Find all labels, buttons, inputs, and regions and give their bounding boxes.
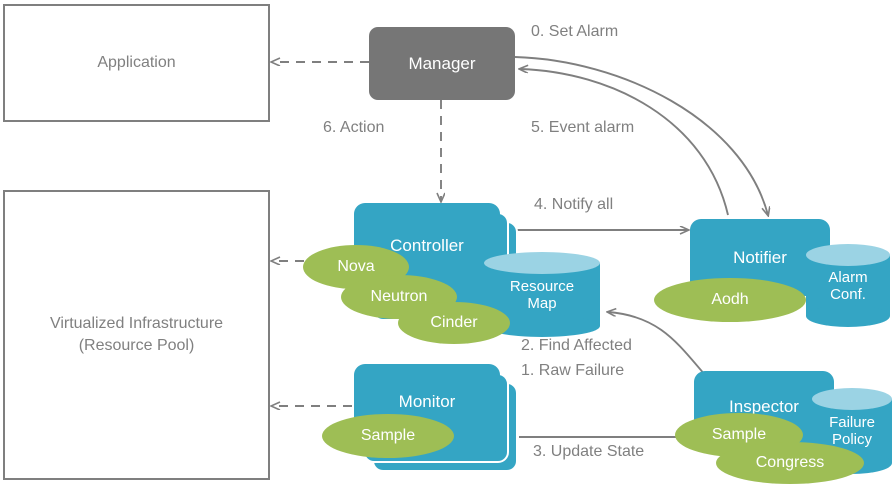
step-4-label: 4. Notify all <box>534 196 614 213</box>
cylinder-top <box>812 388 892 410</box>
monitor-label: Monitor <box>398 392 456 411</box>
resource-map-label-line2: Map <box>527 294 557 312</box>
failure-policy-label: Failure Policy <box>812 414 892 449</box>
controller-label: Controller <box>390 236 464 255</box>
manager-label: Manager <box>408 53 476 73</box>
alarm-conf-label-line1: Alarm <box>828 268 868 286</box>
cylinder-top <box>806 244 890 266</box>
pill-cinder-label: Cinder <box>430 314 478 331</box>
resource-map-label: Resource Map <box>484 277 600 312</box>
cylinder-bottom <box>484 315 600 337</box>
failure-policy-label-line2: Policy <box>831 431 872 448</box>
cylinder-bottom <box>806 305 890 327</box>
pill-monitor-sample-label: Sample <box>360 427 416 444</box>
alarm-conf-label: Alarm Conf. <box>806 268 890 303</box>
application-label: Application <box>97 54 176 72</box>
notifier-label: Notifier <box>733 248 787 267</box>
pill-monitor-sample[interactable]: Sample <box>322 414 454 458</box>
resource-map-datastore[interactable]: Resource Map <box>484 252 600 337</box>
pill-aodh[interactable]: Aodh <box>654 278 806 322</box>
failure-policy-label-line1: Failure <box>829 413 875 431</box>
manager-box[interactable]: Manager <box>369 27 515 100</box>
step-3-label: 2. Find Affected <box>521 337 632 354</box>
step-0-label: 0. Set Alarm <box>531 23 619 40</box>
application-box[interactable]: Application <box>3 4 270 122</box>
infrastructure-box[interactable]: Virtualized Infrastructure (Resource Poo… <box>3 190 270 480</box>
pill-congress-label: Congress <box>755 454 825 471</box>
alarm-conf-label-line2: Conf. <box>830 285 866 303</box>
alarm-conf-datastore[interactable]: Alarm Conf. <box>806 244 890 327</box>
step-1-label: 3. Update State <box>533 443 645 460</box>
pill-inspector-sample-label: Sample <box>711 426 767 443</box>
pill-cinder[interactable]: Cinder <box>398 302 510 344</box>
inspector-label: Inspector <box>729 397 799 416</box>
pill-congress[interactable]: Congress <box>716 442 864 484</box>
connector-notifier-to-manager <box>520 69 729 216</box>
step-5-label: 5. Event alarm <box>531 119 635 136</box>
step-2-label: 1. Raw Failure <box>521 362 625 379</box>
step-6-label: 6. Action <box>323 119 385 136</box>
pill-aodh-label: Aodh <box>711 291 749 308</box>
pill-neutron-label: Neutron <box>370 288 428 305</box>
resource-map-label-line1: Resource <box>509 277 575 295</box>
cylinder-top <box>484 252 600 274</box>
pill-nova-label: Nova <box>337 258 375 275</box>
infrastructure-label: Virtualized Infrastructure (Resource Poo… <box>49 315 224 354</box>
